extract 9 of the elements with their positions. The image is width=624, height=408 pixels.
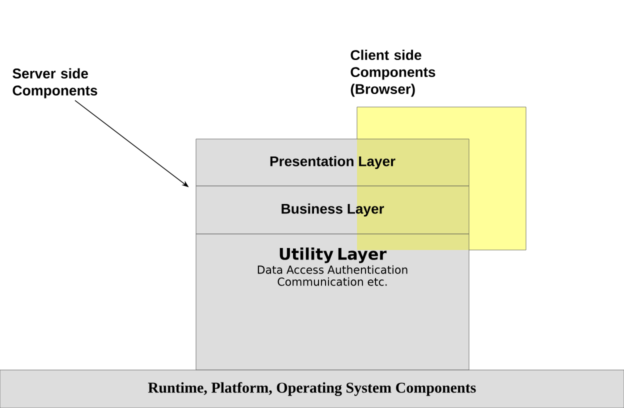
node-label: Presentation Layer xyxy=(270,156,396,170)
node-label: Data Access Authentication Communication etc. xyxy=(258,265,408,286)
layer-box: Presentation Layer xyxy=(196,138,470,186)
layer-box: Business Layer xyxy=(196,186,470,234)
node-label: Utility Layer xyxy=(280,248,387,264)
box-heading: Client side Components (Browser) xyxy=(350,50,436,97)
side-label: Server side Components xyxy=(12,68,98,98)
layer-box: Runtime, Platform, Operating System Components xyxy=(0,370,624,408)
node-label: Business Layer xyxy=(282,203,384,217)
